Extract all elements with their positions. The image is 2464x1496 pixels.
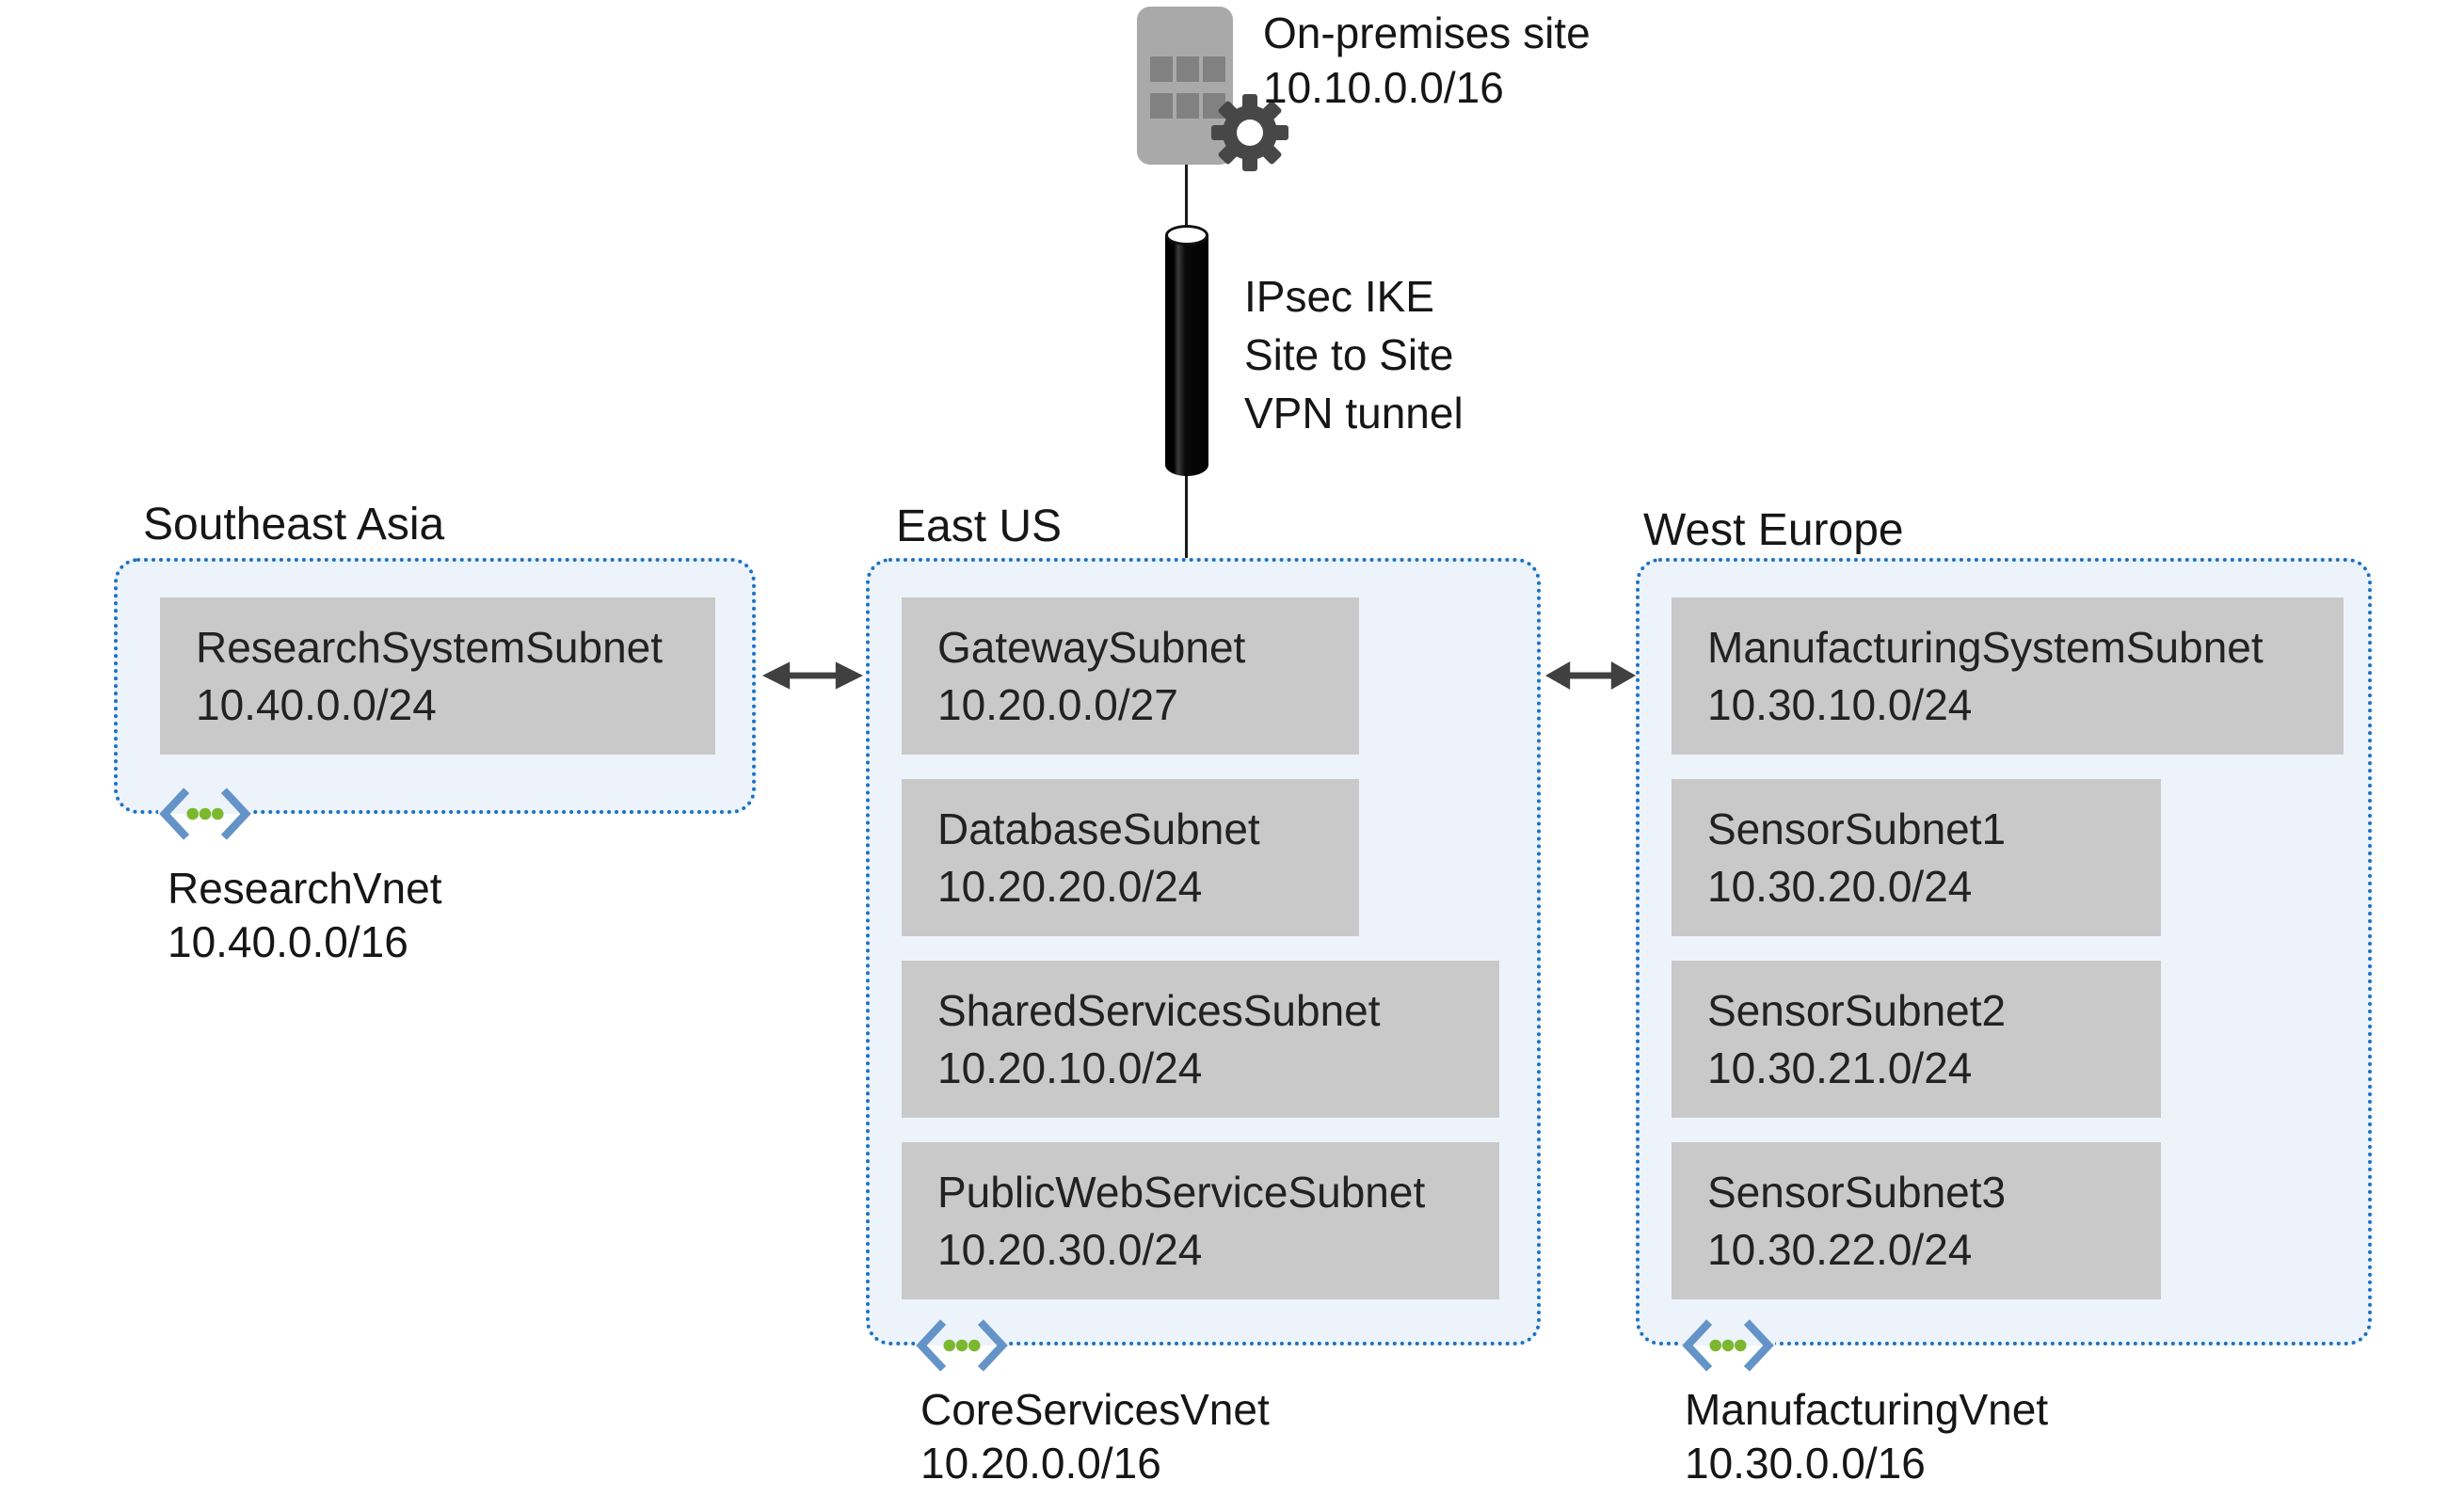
subnet-name: PublicWebServiceSubnet: [937, 1167, 1426, 1217]
vnet-name: CoreServicesVnet: [920, 1385, 1270, 1434]
vnet-name: ManufacturingVnet: [1685, 1385, 2049, 1434]
subnet-gatewaysubnet: GatewaySubnet 10.20.0.0/27: [902, 597, 1359, 755]
tunnel-label-line3: VPN tunnel: [1244, 389, 1464, 438]
tunnel-label-line1: IPsec IKE: [1244, 272, 1434, 321]
subnet-name: GatewaySubnet: [937, 622, 1246, 672]
subnet-name: ManufacturingSystemSubnet: [1707, 622, 2264, 672]
on-premises-name: On-premises site: [1263, 8, 1591, 57]
subnet-name: SharedServicesSubnet: [937, 985, 1381, 1035]
vnet-icon-researchvnet: [159, 788, 251, 840]
subnet-name: SensorSubnet1: [1707, 804, 2007, 853]
subnet-name: SensorSubnet3: [1707, 1167, 2007, 1217]
subnet-cidr: 10.30.21.0/24: [1707, 1042, 1973, 1092]
building-window: [1150, 93, 1173, 119]
vpn-tunnel-icon: [1165, 235, 1208, 476]
on-premises-cidr: 10.10.0.0/16: [1263, 63, 1504, 112]
subnet-cidr: 10.40.0.0/24: [196, 679, 437, 729]
subnet-sensorsubnet3: SensorSubnet3 10.30.22.0/24: [1672, 1142, 2161, 1299]
building-window: [1150, 56, 1173, 82]
vnet-peering-arrow-left: [762, 661, 863, 690]
vnet-name: ResearchVnet: [168, 864, 442, 913]
building-window: [1176, 56, 1199, 82]
region-label-southeast-asia: Southeast Asia: [143, 500, 445, 549]
subnet-publicwebservicesubnet: PublicWebServiceSubnet 10.20.30.0/24: [902, 1142, 1499, 1299]
subnet-cidr: 10.30.10.0/24: [1707, 679, 1973, 729]
vnet-label-researchvnet: ResearchVnet 10.40.0.0/16: [168, 862, 442, 969]
subnet-sensorsubnet2: SensorSubnet2 10.30.21.0/24: [1672, 961, 2161, 1118]
vnet-icon-manufacturingvnet: [1682, 1319, 1774, 1372]
subnet-sensorsubnet1: SensorSubnet1 10.30.20.0/24: [1672, 779, 2161, 936]
subnet-cidr: 10.20.20.0/24: [937, 861, 1203, 911]
subnet-databasesubnet: DatabaseSubnet 10.20.20.0/24: [902, 779, 1359, 936]
vnet-cidr: 10.30.0.0/16: [1685, 1439, 1926, 1488]
vnet-icon-coreservicesvnet: [916, 1319, 1008, 1372]
region-label-west-europe: West Europe: [1643, 505, 1904, 555]
on-premises-building-icon: [1137, 7, 1233, 165]
building-window: [1203, 56, 1225, 82]
vnet-peering-arrow-right: [1545, 661, 1636, 690]
vnet-label-manufacturingvnet: ManufacturingVnet 10.30.0.0/16: [1685, 1383, 2048, 1490]
building-window: [1176, 93, 1199, 119]
subnet-cidr: 10.20.30.0/24: [937, 1224, 1203, 1274]
subnet-cidr: 10.30.20.0/24: [1707, 861, 1973, 911]
subnet-sharedservicessubnet: SharedServicesSubnet 10.20.10.0/24: [902, 961, 1499, 1118]
subnet-name: SensorSubnet2: [1707, 985, 2007, 1035]
tunnel-label-line2: Site to Site: [1244, 330, 1454, 379]
subnet-cidr: 10.20.0.0/27: [937, 679, 1178, 729]
vnet-cidr: 10.40.0.0/16: [168, 917, 408, 966]
vpn-tunnel-label: IPsec IKE Site to Site VPN tunnel: [1244, 267, 1464, 442]
subnet-manufacturingsystemsubnet: ManufacturingSystemSubnet 10.30.10.0/24: [1672, 597, 2344, 755]
vpn-tunnel-icon-top: [1165, 225, 1208, 246]
region-label-east-us: East US: [896, 501, 1063, 551]
subnet-researchsystemsubnet: ResearchSystemSubnet 10.40.0.0/24: [160, 597, 715, 755]
gear-icon: [1211, 94, 1288, 171]
on-premises-label: On-premises site 10.10.0.0/16: [1263, 6, 1591, 115]
subnet-cidr: 10.30.22.0/24: [1707, 1224, 1973, 1274]
subnet-cidr: 10.20.10.0/24: [937, 1042, 1203, 1092]
vnet-label-coreservicesvnet: CoreServicesVnet 10.20.0.0/16: [920, 1383, 1270, 1490]
vnet-cidr: 10.20.0.0/16: [920, 1439, 1161, 1488]
subnet-name: DatabaseSubnet: [937, 804, 1260, 853]
subnet-name: ResearchSystemSubnet: [196, 622, 664, 672]
